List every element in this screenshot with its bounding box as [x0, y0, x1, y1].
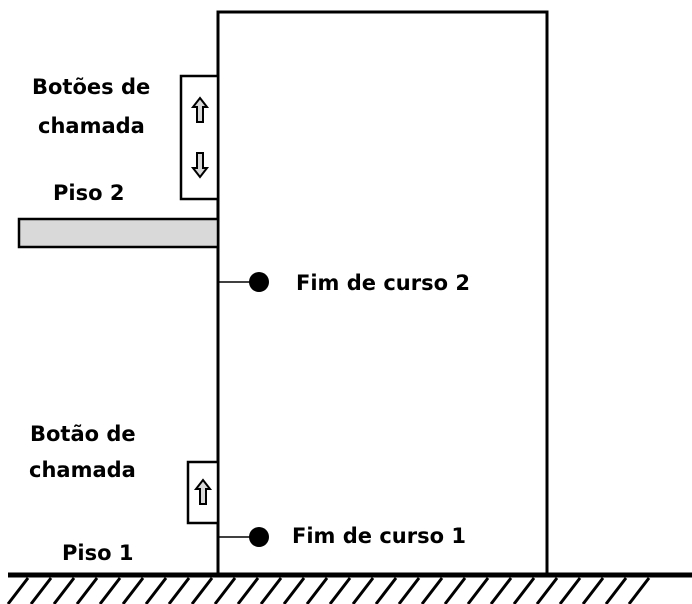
- limit-switch-2-label: Fim de curso 2: [296, 271, 470, 295]
- elevator-shaft: [216, 10, 549, 576]
- call-buttons-label-line1: Botões de: [32, 75, 150, 99]
- floor1-label: Piso 1: [62, 541, 133, 565]
- ground-hatching: [6, 577, 651, 604]
- floor2-label: Piso 2: [53, 181, 124, 205]
- call-button-label-line1: Botão de: [30, 422, 136, 446]
- call-button-label-line2: chamada: [29, 458, 136, 482]
- limit-switch-1-label: Fim de curso 1: [292, 524, 466, 548]
- limit-switch-2-dot: [249, 272, 269, 292]
- call-buttons-label-line2: chamada: [38, 114, 145, 138]
- limit-switch-1-dot: [249, 527, 269, 547]
- call-buttons-panel-floor2: [179, 74, 220, 201]
- floor2-slab: [17, 217, 220, 249]
